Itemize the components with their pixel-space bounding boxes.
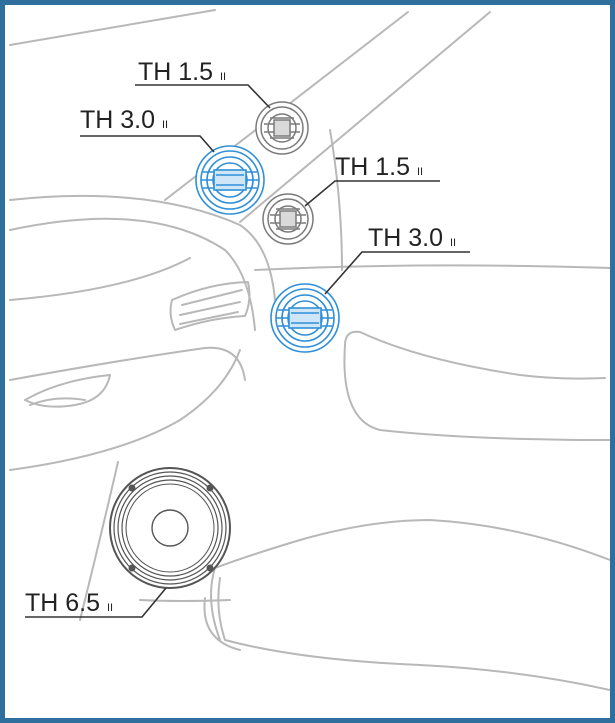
dashboard-bottom-line bbox=[9, 346, 246, 381]
air-vent-slats bbox=[179, 289, 243, 325]
car-interior-outline bbox=[9, 9, 610, 691]
label-woofer: TH 6.5 II bbox=[25, 589, 113, 617]
glovebox-handle-inner bbox=[29, 397, 86, 406]
dashboard-inner-line bbox=[9, 217, 256, 331]
a-pillar-outer-line bbox=[239, 11, 491, 223]
armrest-top-line bbox=[214, 519, 610, 569]
armrest-front-line bbox=[210, 567, 221, 641]
tweeter-lower-speaker bbox=[262, 193, 314, 245]
woofer-speaker bbox=[109, 467, 231, 589]
dashboard-top-line bbox=[9, 194, 276, 301]
window-sill-line bbox=[254, 264, 610, 271]
midrange-lower-speaker bbox=[270, 283, 340, 353]
window-frame-line bbox=[329, 129, 343, 271]
label-midrange-upper: TH 3.0 II bbox=[80, 106, 168, 134]
leader-tweeter-upper bbox=[135, 84, 271, 109]
label-tweeter-lower: TH 1.5 II bbox=[335, 153, 423, 181]
door-handle-top bbox=[344, 330, 606, 380]
midrange-upper-speaker bbox=[195, 145, 265, 215]
label-midrange-lower: TH 3.0 II bbox=[368, 224, 456, 252]
car-interior-diagram: TH 1.5 II TH 3.0 II TH 1.5 II TH 3.0 II … bbox=[9, 9, 610, 691]
leader-tweeter-lower bbox=[304, 180, 440, 207]
footwell-line bbox=[79, 461, 119, 621]
dashboard-edge-line bbox=[9, 349, 241, 471]
tweeter-upper-speaker bbox=[255, 101, 309, 155]
leader-midrange-upper bbox=[80, 135, 215, 153]
door-handle-bottom bbox=[343, 344, 610, 441]
kick-panel-line bbox=[139, 599, 231, 602]
dashboard-lower-line bbox=[9, 257, 191, 301]
windshield-top-line bbox=[9, 9, 216, 46]
armrest-bottom-line bbox=[217, 577, 610, 691]
air-vent bbox=[169, 281, 251, 331]
glovebox-handle bbox=[24, 374, 111, 408]
label-tweeter-upper: TH 1.5 II bbox=[138, 58, 226, 86]
kick-panel-curve bbox=[203, 597, 241, 651]
leader-lines bbox=[25, 84, 470, 618]
leader-woofer bbox=[25, 587, 167, 618]
leader-midrange-lower bbox=[324, 251, 470, 295]
